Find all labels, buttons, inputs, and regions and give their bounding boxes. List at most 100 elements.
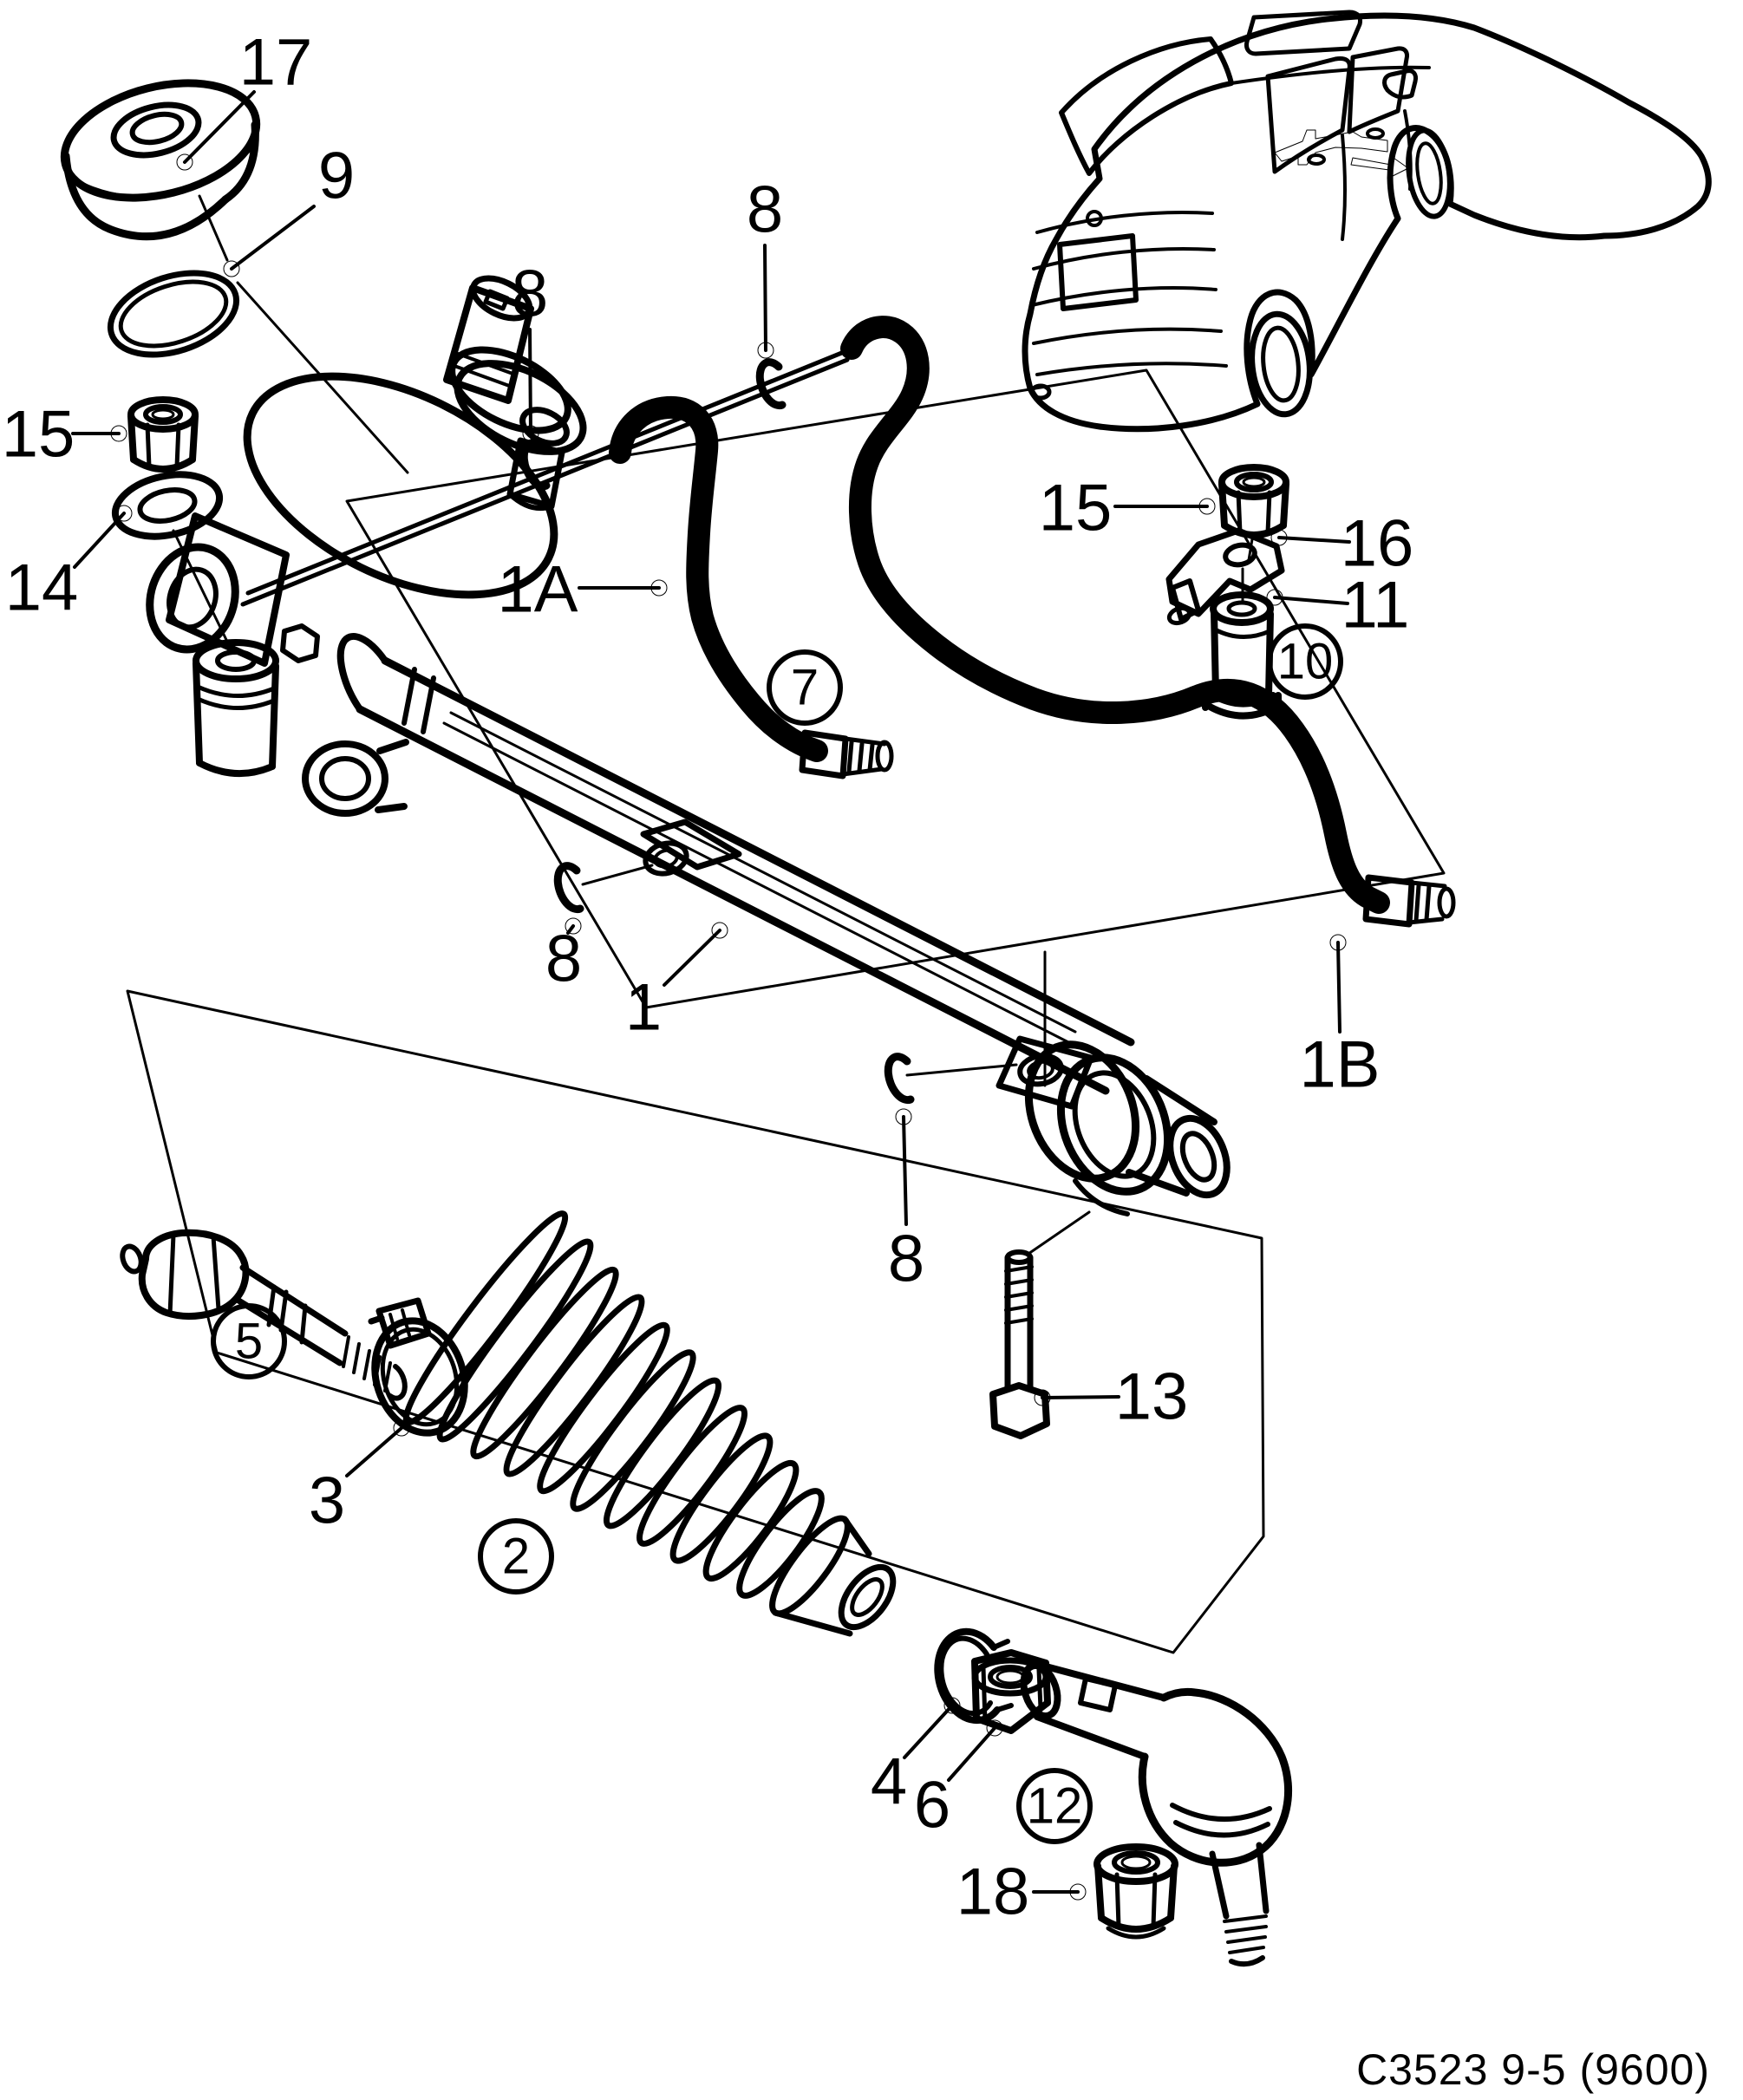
callout-2: 2 <box>478 1518 554 1595</box>
callout-5: 5 <box>211 1303 287 1379</box>
inner-tie-rod <box>120 1229 408 1401</box>
callout-label-4: 4 <box>871 1745 907 1819</box>
callout-8a: 8 <box>512 258 548 442</box>
callout-label-12: 12 <box>1027 1778 1083 1835</box>
rack-tube <box>336 632 1135 1095</box>
callout-label-15b: 15 <box>1039 472 1113 545</box>
seal-ring-clips <box>519 358 915 1105</box>
callout-4: 4 <box>871 1697 961 1819</box>
callout-label-8b: 8 <box>747 173 783 247</box>
door-mirror <box>1382 68 1418 100</box>
mount-bracket <box>1165 527 1285 626</box>
callout-12: 12 <box>1016 1768 1093 1844</box>
callout-label-9: 9 <box>318 140 355 213</box>
steering-gear-assembly <box>146 275 1231 1439</box>
callout-label-14: 14 <box>5 551 79 625</box>
callout-18: 18 <box>956 1855 1087 1929</box>
car-illustration <box>1022 10 1712 433</box>
right-mount-stack <box>1165 464 1289 720</box>
seal-ring-4 <box>884 1053 915 1105</box>
callout-8c: 8 <box>545 917 582 996</box>
detail-frames <box>126 368 1446 1654</box>
rear-door-glass <box>1265 56 1352 174</box>
ball-stud-nut <box>1093 1843 1178 1940</box>
figure-caption: C3523 9-5 (9600) <box>1356 2045 1710 2094</box>
callout-label-8c: 8 <box>545 923 582 996</box>
rear-window <box>1059 36 1234 176</box>
bolt-head <box>989 1382 1050 1439</box>
callout-1: 1 <box>625 922 728 1045</box>
seal-ring-2 <box>755 358 787 410</box>
left-mount-bushing <box>172 529 279 777</box>
callout-label-5: 5 <box>235 1314 263 1370</box>
callout-17: 17 <box>176 26 313 171</box>
rack-location-silhouette <box>1274 129 1388 166</box>
callout-label-16: 16 <box>1341 507 1414 581</box>
callout-15a: 15 <box>2 398 127 472</box>
pinion-valve-housing <box>146 275 587 667</box>
callout-9: 9 <box>223 140 355 277</box>
callout-label-13: 13 <box>1115 1360 1189 1434</box>
tie-rod-parts <box>120 1210 1293 1967</box>
callout-label-3: 3 <box>309 1464 345 1538</box>
callout-label-15a: 15 <box>2 398 75 472</box>
lower-detail-frame <box>126 989 1265 1654</box>
location-arrow <box>1350 155 1409 179</box>
rack-tube-left-end <box>302 739 409 817</box>
callout-label-17: 17 <box>239 26 313 100</box>
callout-8d: 8 <box>888 1108 924 1296</box>
tie-rod-end <box>1020 1661 1293 1967</box>
callout-11: 11 <box>1266 569 1410 642</box>
assembly-axis-line <box>172 529 229 643</box>
tie-rod-end-locknut <box>971 1649 1051 1734</box>
hydraulic-pipes <box>240 316 1456 928</box>
callout-label-1A: 1A <box>498 553 578 627</box>
callout-6: 6 <box>914 1719 1003 1842</box>
callout-13: 13 <box>1034 1360 1189 1434</box>
callout-label-1: 1 <box>625 971 662 1045</box>
sunroof <box>1244 10 1362 56</box>
callout-label-6: 6 <box>914 1769 950 1842</box>
pinion-cap-cylinder <box>166 512 290 667</box>
return-pipe-upper-edge <box>245 346 855 596</box>
callout-label-1B: 1B <box>1300 1028 1381 1102</box>
o-ring <box>107 270 240 358</box>
pressure-pipe-1B <box>840 316 1456 928</box>
pinion-washer <box>111 471 224 540</box>
pinion-input-shaft <box>443 284 534 404</box>
tube-port-boss <box>581 818 742 886</box>
callout-10: 10 <box>1267 623 1343 700</box>
exhaust-tip <box>1029 383 1052 401</box>
license-plate <box>1057 233 1139 311</box>
callout-label-10: 10 <box>1277 634 1334 690</box>
callout-3: 3 <box>309 1419 410 1538</box>
callout-label-7: 7 <box>791 660 819 716</box>
callout-label-11: 11 <box>1342 569 1410 642</box>
callout-15b: 15 <box>1039 472 1216 545</box>
pinion-lock-nut <box>127 396 199 473</box>
seal-ring-3 <box>553 862 584 914</box>
ball-stud-threads <box>1223 1914 1268 1954</box>
callout-label-2: 2 <box>502 1529 530 1585</box>
rack-right-end-housing <box>905 950 1231 1216</box>
steering-boot <box>402 1210 897 1637</box>
seal-ring-1 <box>519 439 551 491</box>
callout-16: 16 <box>1270 507 1414 581</box>
callout-label-8a: 8 <box>512 258 548 331</box>
callout-1A: 1A <box>498 553 668 627</box>
car-body <box>1022 12 1712 433</box>
pipe-1B-fitting-threads <box>1407 880 1456 925</box>
callout-8b: 8 <box>747 173 783 359</box>
callout-7: 7 <box>767 649 843 726</box>
mount-nut <box>1218 464 1289 538</box>
hose-1A-fitting-threads <box>840 736 894 777</box>
top-service-parts <box>60 79 409 540</box>
callout-label-8d: 8 <box>888 1223 924 1296</box>
upper-detail-frame <box>345 368 1446 1009</box>
mount-bolt <box>989 1210 1091 1439</box>
callout-1B: 1B <box>1300 934 1381 1102</box>
pressure-hose-1A <box>609 395 894 779</box>
